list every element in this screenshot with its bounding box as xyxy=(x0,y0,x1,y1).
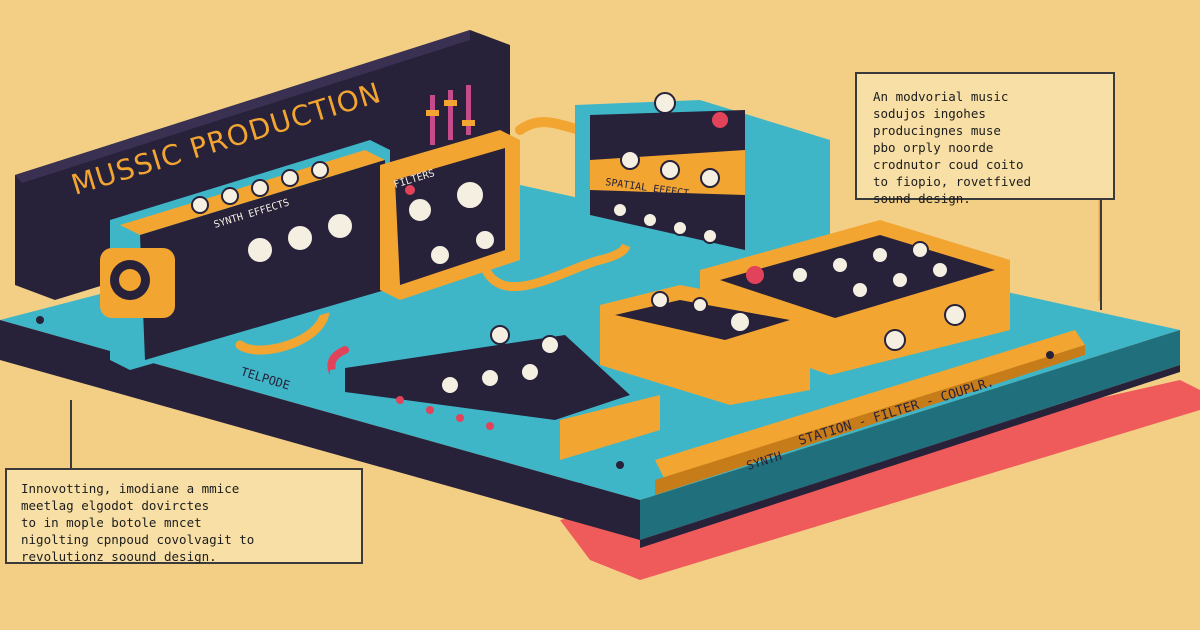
callout-top-line: producingnes muse xyxy=(873,123,1001,138)
callout-bottom: Innovotting, imodiane a mmice meetlag el… xyxy=(5,468,363,564)
module-center-knobs[interactable] xyxy=(651,291,751,333)
module-filters-led xyxy=(405,185,415,195)
callout-bottom-line: to in mople botole mncet xyxy=(21,515,202,530)
callout-top-line: pbo orply noorde xyxy=(873,140,994,155)
callout-top-line: to fiopio, rovetfived xyxy=(873,174,1032,189)
module-spatial-led xyxy=(712,112,728,128)
module-filters-knobs[interactable] xyxy=(407,180,496,266)
callout-bottom-leader xyxy=(70,400,72,468)
callout-bottom-line: Innovotting, imodiane a mmice xyxy=(21,481,240,496)
module-front-leds xyxy=(396,396,494,430)
callout-top-line: crodnutor coud coito xyxy=(873,157,1024,172)
callout-bottom-line: nigolting cpnpoud covolvagit to xyxy=(21,532,255,547)
callout-bottom-line: revolutionz soound design. xyxy=(21,549,217,564)
callout-top-leader xyxy=(1100,200,1102,310)
module-front-knobs[interactable] xyxy=(440,325,560,395)
module-front-sequencer xyxy=(330,325,660,465)
callout-top-line: sodujos ingohes xyxy=(873,106,986,121)
module-synth-effects: SYNTH EFFECTS xyxy=(100,140,390,370)
module-spatial-effect: SPATIAL EFFECT xyxy=(575,92,830,275)
callout-top-line: sound design. xyxy=(873,191,971,206)
back-panel-sliders xyxy=(426,85,475,145)
module-synth-knobs[interactable] xyxy=(191,161,354,264)
callout-top: An modvorial music sodujos ingohes produ… xyxy=(855,72,1115,206)
module-right-led xyxy=(746,266,764,284)
deck-shadow xyxy=(560,380,1200,580)
callout-bottom-line: meetlag elgodot dovirctes xyxy=(21,498,210,513)
module-spatial-knobs[interactable] xyxy=(612,92,720,244)
deck-screws xyxy=(36,316,1054,491)
module-center-fx xyxy=(600,285,810,405)
module-filters: FILTERS xyxy=(380,130,520,300)
callout-top-line: An modvorial music xyxy=(873,89,1009,104)
module-right-knobs[interactable] xyxy=(791,241,966,351)
